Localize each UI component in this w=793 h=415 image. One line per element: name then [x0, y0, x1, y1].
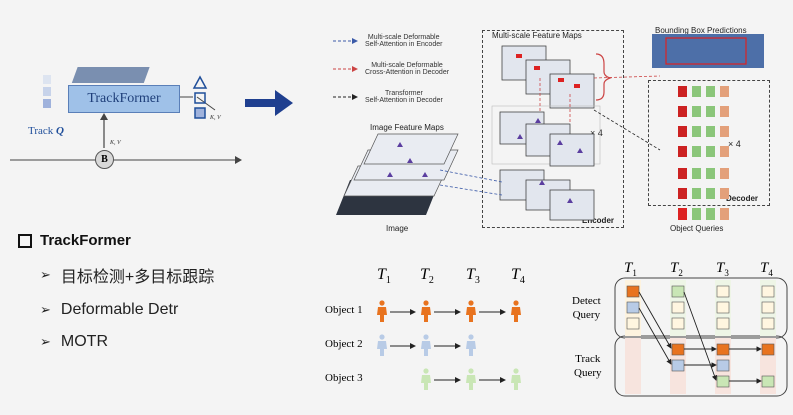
bullet-title: TrackFormer: [18, 232, 214, 249]
b-node: B: [95, 150, 114, 169]
object-3-persons: [421, 368, 521, 390]
arrow-bullet-icon: ➢: [40, 302, 51, 317]
encoder-box: [482, 30, 624, 228]
object-query-tokens: [678, 208, 729, 220]
trackformer-diagram: TrackFormer Track Q B K, V K, V: [10, 55, 245, 180]
object-label-2: Object 2: [325, 338, 363, 350]
legend-line-blue-icon: [333, 38, 358, 44]
encoder-maps-top: [501, 45, 595, 109]
object-tracks: T1 T2 T3 T4 Object 1 Object 2 Object 3: [320, 262, 580, 412]
bullet-list: TrackFormer ➢目标检测+多目标跟踪 ➢Deformable Detr…: [18, 232, 214, 351]
q-time-1: T1: [624, 260, 637, 278]
detect-query-label: Detect Query: [572, 295, 601, 321]
encoder-maps-middle: [491, 105, 601, 167]
architecture-diagram: Multi-scale Feature Maps Bounding Box Pr…: [330, 20, 790, 240]
square-bullet-icon: [18, 233, 32, 248]
encoder-label: Encoder: [582, 216, 615, 225]
decoder-columns: [678, 86, 729, 199]
time-header-4: T4: [511, 266, 525, 287]
decoder-label: Decoder: [726, 194, 759, 203]
query-graphics: [614, 277, 788, 397]
kv-label-bottom: K, V: [110, 140, 121, 146]
object-label-3: Object 3: [325, 372, 363, 384]
track-q-label: Track Q: [28, 125, 64, 137]
trackformer-module: TrackFormer: [68, 85, 180, 113]
encoder-maps-bottom: [499, 169, 595, 221]
object-tracks-graphics: [377, 300, 521, 390]
track-query-label: Track Query: [574, 353, 602, 379]
x4-encoder: × 4: [590, 128, 603, 138]
legend-line-red-icon: [333, 66, 358, 72]
trackformer-diagram-lines: [10, 67, 242, 164]
arrow-bullet-icon: ➢: [40, 334, 51, 349]
legend-item-self: Transformer Self-Attention in Decoder: [333, 84, 483, 110]
image-label: Image: [386, 224, 409, 233]
attention-points: [387, 118, 583, 203]
decoder-box: [648, 80, 770, 206]
query-diagram: T1 T2 T3 T4 Detect Query Track Query: [570, 258, 790, 413]
x4-decoder: × 4: [728, 139, 741, 149]
bbox-title: Bounding Box Predictions: [655, 26, 747, 35]
bullet-item-2: ➢Deformable Detr: [40, 301, 179, 318]
object-1-persons: [377, 300, 521, 322]
feature-maps-title: Multi-scale Feature Maps: [492, 31, 582, 40]
legend-item-cross: Multi-scale Deformable Cross-Attention i…: [333, 56, 483, 82]
legend-item-encoder: Multi-scale Deformable Self-Attention in…: [333, 28, 483, 54]
bullet-item-3: ➢MOTR: [40, 333, 109, 350]
q-time-3: T3: [716, 260, 729, 278]
q-time-2: T2: [670, 260, 683, 278]
image-feature-maps-label: Image Feature Maps: [370, 123, 444, 132]
architecture-graphics: [336, 34, 764, 221]
time-header-2: T2: [420, 266, 434, 287]
legend: Multi-scale Deformable Self-Attention in…: [333, 28, 483, 110]
arrow-bullet-icon: ➢: [40, 267, 51, 282]
legend-line-black-icon: [333, 94, 358, 100]
object-queries-label: Object Queries: [670, 224, 724, 233]
object-label-1: Object 1: [325, 304, 363, 316]
big-arrow-icon: [245, 90, 293, 116]
object-2-persons: [377, 334, 476, 356]
image-stack: [336, 133, 459, 215]
q-time-4: T4: [760, 260, 773, 278]
kv-label-output: K, V: [210, 115, 221, 121]
bullet-item-1: ➢目标检测+多目标跟踪: [40, 267, 215, 286]
time-header-1: T1: [377, 266, 391, 287]
time-header-3: T3: [466, 266, 480, 287]
